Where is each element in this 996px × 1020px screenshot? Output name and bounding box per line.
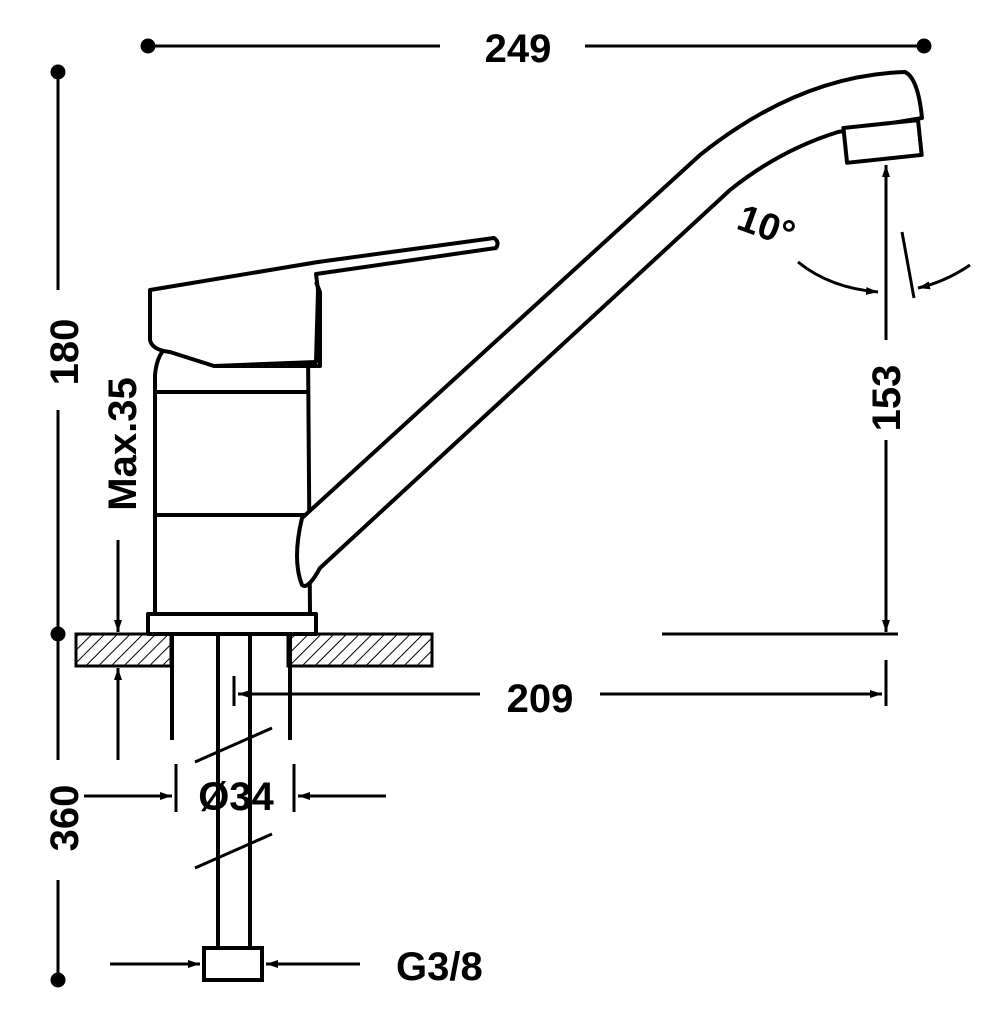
dimension-overall-width [140,38,932,54]
supply-hoses [170,634,292,982]
dimension-connector-thread-label: G3/8 [396,945,483,989]
dimension-spout-height-label: 153 [865,365,909,432]
faucet-spout [295,70,924,588]
faucet-lever-handle [214,281,322,368]
dimension-spout-height [662,165,898,636]
countertop-left-hatch [74,632,173,668]
dimension-spout-reach [232,660,888,706]
faucet-aerator [841,118,924,165]
dimension-spout-angle-label: 10° [732,197,800,256]
dimension-connector-length [50,634,66,988]
faucet-base-plate [146,612,318,636]
faucet [146,70,924,636]
connector-nut [202,946,264,982]
dimension-body-diameter-label: Ø34 [198,775,274,819]
faucet-body [153,343,312,616]
dimension-spout-reach-label: 209 [507,677,574,721]
dimension-overall-height-label: 180 [43,319,87,386]
hose-break-mark-upper [194,726,273,764]
dimension-body-diameter [84,764,386,812]
hose-break-mark-lower [194,832,273,870]
faucet-lever [148,236,500,368]
countertop-right-hatch [286,632,434,668]
dimension-connector-length-label: 360 [43,785,87,852]
dimension-overall-width-label: 249 [485,27,552,71]
dimension-max-thickness-label: Max.35 [101,377,145,510]
countertop [74,632,434,668]
dimension-spout-angle [797,231,971,299]
